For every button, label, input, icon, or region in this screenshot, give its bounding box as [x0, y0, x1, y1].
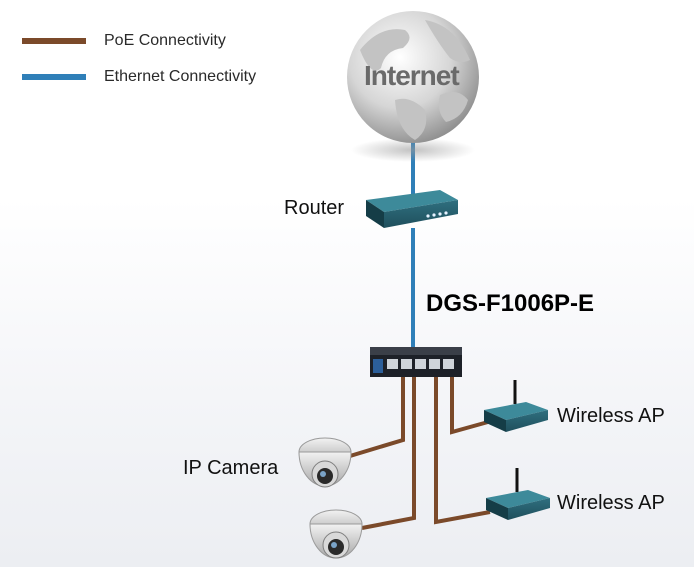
poe-cable-camera-1: [349, 368, 405, 458]
ip-camera-label: IP Camera: [183, 457, 279, 479]
internet-label: Internet: [364, 60, 460, 91]
poe-line-swatch: [22, 38, 86, 44]
legend-ethernet-label: Ethernet Connectivity: [104, 68, 257, 85]
poe-cable-ap-1: [450, 368, 489, 435]
globe-shadow: [351, 138, 475, 162]
poe-cable-ap-2: [434, 368, 491, 525]
poe-cable-camera-2: [361, 368, 416, 530]
legend-poe-label: PoE Connectivity: [104, 32, 226, 49]
access-point-icon-1: [484, 380, 548, 432]
globe-icon: [347, 11, 479, 143]
ethernet-line-swatch: [22, 74, 86, 80]
switch-icon: [370, 347, 462, 377]
router-label: Router: [284, 197, 345, 219]
legend-poe: PoE Connectivity: [22, 32, 226, 50]
wireless-ap-1-label: Wireless AP: [557, 405, 665, 427]
dome-camera-icon-1: [298, 437, 352, 488]
dome-camera-icon-2: [309, 509, 363, 559]
switch-model-label: DGS-F1006P-E: [426, 290, 595, 317]
access-point-icon-2: [486, 468, 550, 520]
wireless-ap-2-label: Wireless AP: [557, 492, 665, 514]
router-icon: [366, 190, 458, 228]
legend-ethernet: Ethernet Connectivity: [22, 68, 256, 86]
